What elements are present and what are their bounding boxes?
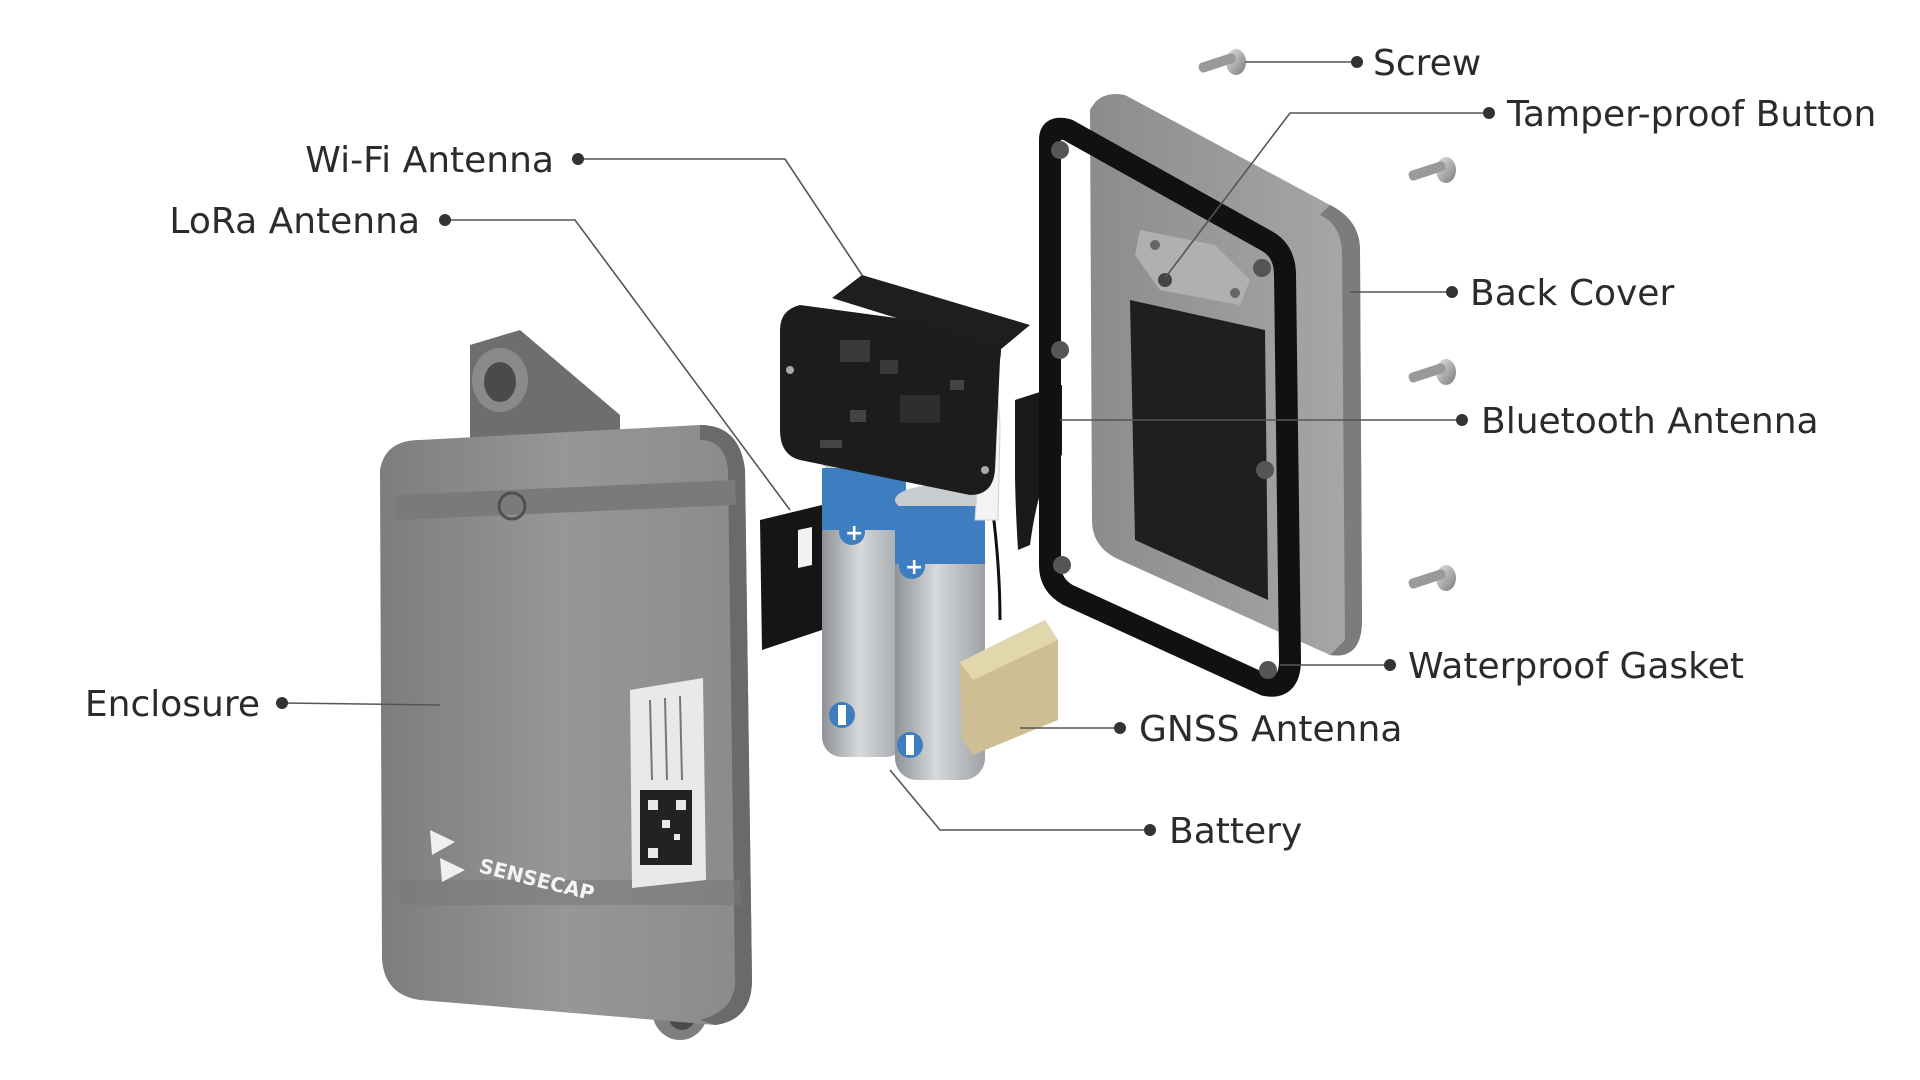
- label-screw: Screw: [1373, 43, 1481, 84]
- back-cover-part: [1090, 94, 1362, 656]
- label-wifi-antenna: Wi-Fi Antenna: [305, 140, 554, 181]
- label-tamper-proof-button: Tamper-proof Button: [1506, 94, 1876, 135]
- screw-icon: [1408, 157, 1456, 183]
- label-back-cover: Back Cover: [1470, 273, 1674, 314]
- gnss-antenna-part: [960, 620, 1058, 755]
- label-bluetooth-antenna: Bluetooth Antenna: [1481, 401, 1819, 442]
- screw-icon: [1408, 359, 1456, 385]
- label-waterproof-gasket: Waterproof Gasket: [1408, 646, 1744, 687]
- screw-icon: [1198, 49, 1246, 75]
- pcb-board-part: [780, 305, 1001, 521]
- wifi-antenna-part: [832, 275, 1030, 350]
- device-label-sticker: [630, 678, 706, 888]
- waterproof-gasket-part: [1039, 117, 1302, 697]
- sensecap-logo-icon: [430, 830, 465, 882]
- label-battery: Battery: [1169, 811, 1302, 852]
- svg-text:+: +: [905, 555, 923, 580]
- label-gnss-antenna: GNSS Antenna: [1139, 709, 1402, 750]
- enclosure-part: SENSECAP: [380, 330, 752, 1040]
- label-lora-antenna: LoRa Antenna: [169, 201, 420, 242]
- lora-antenna-part: [760, 505, 822, 650]
- screw-icon: [1408, 565, 1456, 591]
- label-enclosure: Enclosure: [85, 684, 260, 725]
- leader-lines: [276, 56, 1495, 836]
- svg-text:+: +: [845, 521, 863, 546]
